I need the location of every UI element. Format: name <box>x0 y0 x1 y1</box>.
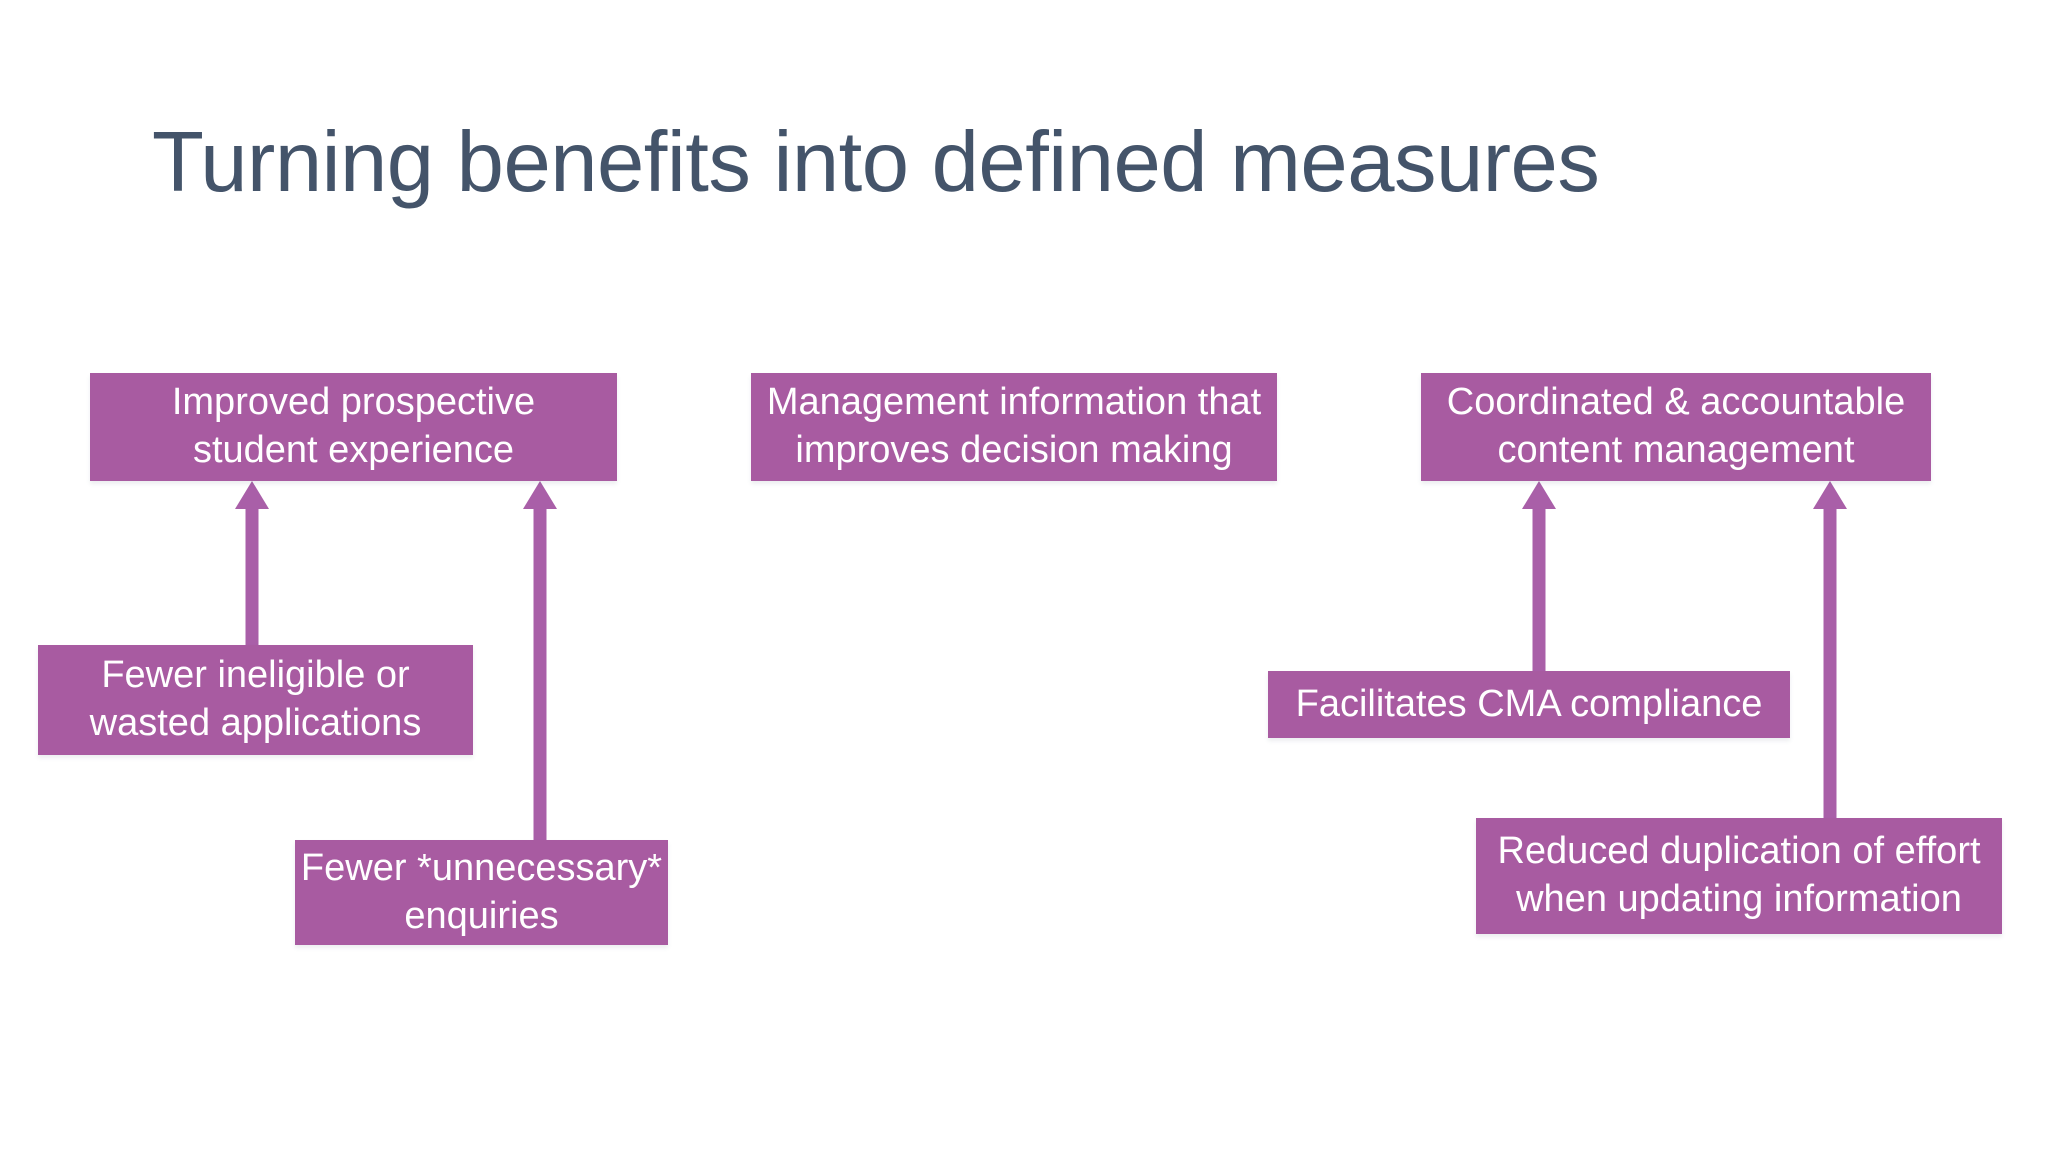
benefit-box-fewer-unnecessary-enquiries: Fewer *unnecessary* enquiries <box>295 840 668 945</box>
benefit-box-management-information: Management information that improves dec… <box>751 373 1277 481</box>
arrow-stem <box>1532 507 1546 676</box>
benefit-box-facilitates-cma-compliance: Facilitates CMA compliance <box>1268 671 1790 738</box>
benefit-box-fewer-ineligible-applications: Fewer ineligible or wasted applications <box>38 645 473 755</box>
arrow-up-icon <box>523 481 557 509</box>
benefit-box-improved-student-experience: Improved prospective student experience <box>90 373 617 481</box>
benefit-box-label: Management information that improves dec… <box>766 381 1262 471</box>
benefit-box-label: Improved prospective student experience <box>171 381 536 471</box>
arrow-fewer-unnecessary-to-improved-experience <box>523 481 557 845</box>
benefit-box-label: Fewer ineligible or wasted applications <box>89 654 422 744</box>
arrow-up-icon <box>1522 481 1556 509</box>
slide-title: Turning benefits into defined measures <box>152 115 1600 210</box>
benefit-box-label: Facilitates CMA compliance <box>1295 682 1763 725</box>
arrow-stem <box>1823 507 1837 823</box>
benefit-box-coordinated-content-management: Coordinated & accountable content manage… <box>1421 373 1931 481</box>
arrow-stem <box>533 507 547 845</box>
benefit-box-reduced-duplication-of-effort: Reduced duplication of effort when updat… <box>1476 818 2002 934</box>
arrow-stem <box>245 507 259 651</box>
arrow-cma-compliance-to-coordinated-content <box>1522 481 1556 676</box>
benefit-box-label: Reduced duplication of effort when updat… <box>1497 830 1981 920</box>
benefit-box-label: Coordinated & accountable content manage… <box>1446 381 1906 471</box>
arrow-up-icon <box>235 481 269 509</box>
arrow-fewer-ineligible-to-improved-experience <box>235 481 269 651</box>
benefit-box-label: Fewer *unnecessary* enquiries <box>300 846 663 937</box>
arrow-reduced-duplication-to-coordinated-content <box>1813 481 1847 823</box>
arrow-up-icon <box>1813 481 1847 509</box>
